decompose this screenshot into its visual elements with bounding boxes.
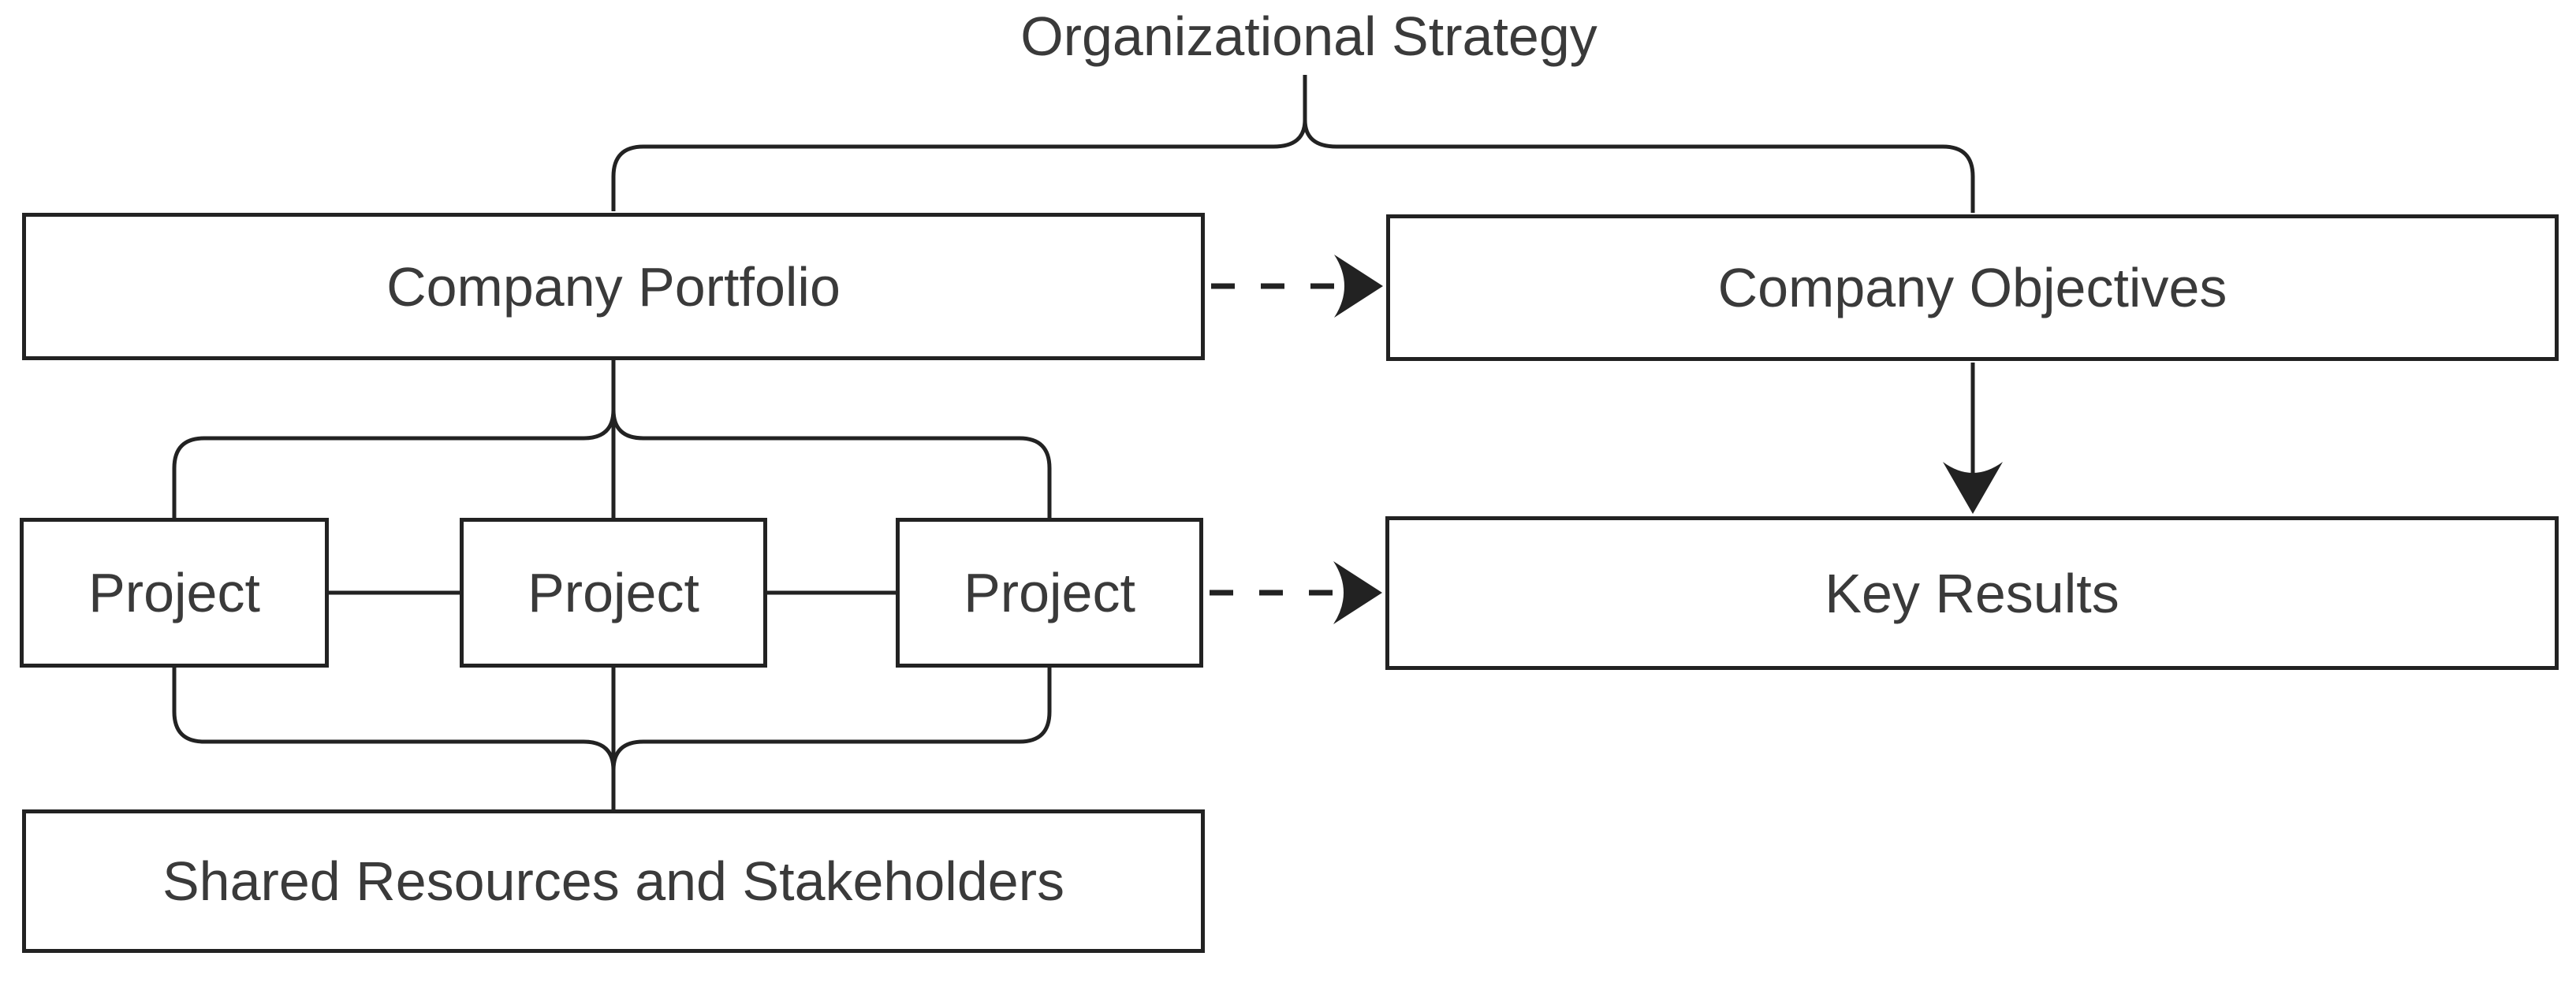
edge-portfolio-objectives-dashed-arrow bbox=[1211, 255, 1383, 318]
node-project-3: Project bbox=[896, 518, 1203, 668]
arrowhead-right-icon bbox=[1334, 255, 1383, 318]
node-project-1-label: Project bbox=[88, 562, 260, 623]
node-shared-resources-label: Shared Resources and Stakeholders bbox=[162, 850, 1065, 912]
edge-objectives-keyresults-arrow bbox=[1943, 363, 2003, 514]
node-key-results-label: Key Results bbox=[1825, 562, 2119, 624]
arrowhead-down-icon bbox=[1943, 462, 2003, 514]
node-project-2-label: Project bbox=[528, 562, 699, 623]
node-company-portfolio-label: Company Portfolio bbox=[386, 255, 841, 318]
node-project-1: Project bbox=[20, 518, 329, 668]
edge-projects-shared-brace bbox=[172, 666, 1052, 812]
edge-portfolio-projects-brace bbox=[172, 359, 1052, 520]
node-company-objectives-label: Company Objectives bbox=[1717, 257, 2227, 318]
edge-project3-keyresults-dashed-arrow bbox=[1210, 561, 1382, 624]
node-project-3-label: Project bbox=[964, 562, 1135, 623]
node-company-objectives: Company Objectives bbox=[1386, 214, 2559, 361]
node-key-results: Key Results bbox=[1385, 516, 2559, 670]
edge-strategy-brace bbox=[611, 75, 1975, 213]
node-shared-resources: Shared Resources and Stakeholders bbox=[22, 809, 1205, 953]
arrowhead-right-icon bbox=[1333, 561, 1382, 624]
node-project-2: Project bbox=[460, 518, 767, 668]
diagram-title: Organizational Strategy bbox=[1020, 6, 1597, 67]
node-company-portfolio: Company Portfolio bbox=[22, 213, 1205, 360]
